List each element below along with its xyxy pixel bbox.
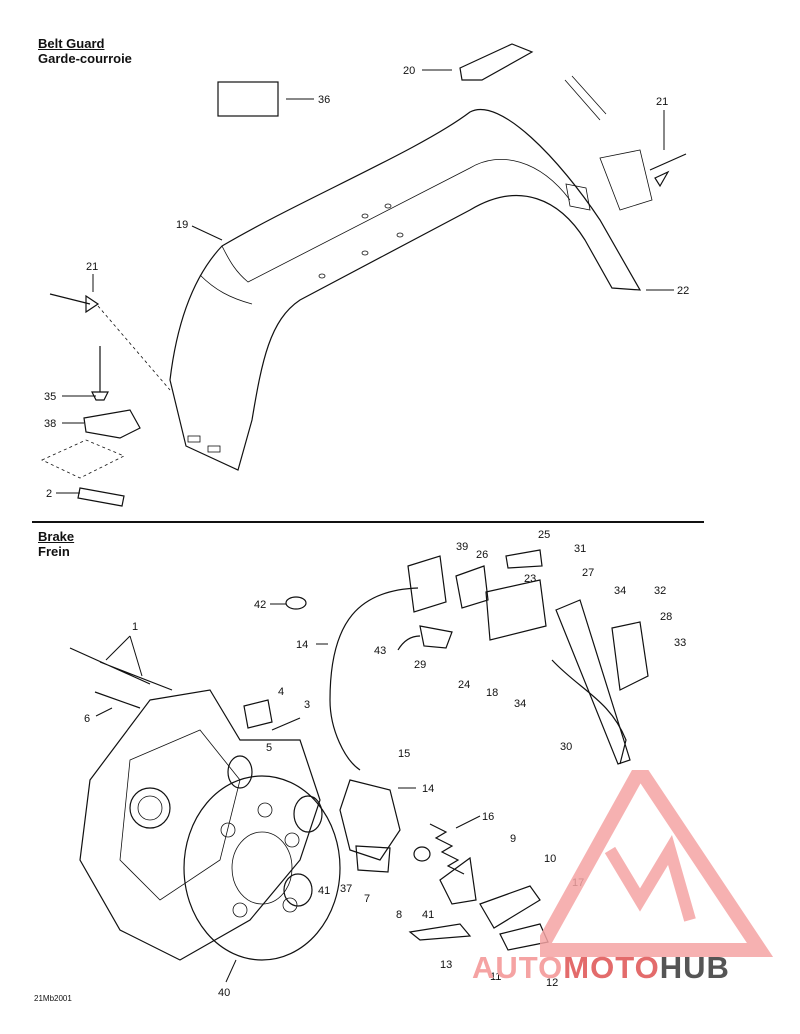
watermark-text: AUTOMOTOHUB [472,950,730,986]
callout-15: 15 [398,748,410,760]
callout-7: 7 [364,893,370,905]
callout-19: 19 [176,219,188,231]
callout-32: 32 [654,585,666,597]
watermark-logo [540,770,774,957]
section-divider [32,521,704,523]
callout-5: 5 [266,742,272,754]
drawing-code: 21Mb2001 [34,994,72,1003]
brake-drawing [69,549,649,961]
callout-9: 9 [510,833,516,845]
callout-30: 30 [560,741,572,753]
callout-31: 31 [574,543,586,555]
belt-guard-drawing [41,43,687,507]
callout-1: 1 [132,621,138,633]
callout-24: 24 [458,679,470,691]
belt-guard-title: Belt Guard Garde-courroie [38,36,132,66]
callout-11: 11 [490,971,501,983]
callout-3: 3 [304,699,310,711]
brake-title-en: Brake [38,529,75,544]
callout-25: 25 [538,529,550,541]
callout-43: 43 [374,645,386,657]
callout-26: 26 [476,549,488,561]
callout-13: 13 [440,959,452,971]
callout-18: 18 [486,687,498,699]
callout-8: 8 [396,909,402,921]
callout-21-left: 21 [86,261,98,273]
belt-guard-title-fr: Garde-courroie [38,51,132,66]
callout-40: 40 [218,987,230,999]
watermark-text-hub: HUB [659,950,730,985]
callout-14-top: 14 [296,639,308,651]
callout-labels: 20 36 21 19 21 22 35 38 2 39 26 25 31 23… [44,65,689,999]
callout-4: 4 [278,686,284,698]
callout-14-bottom: 14 [422,783,434,795]
callout-29: 29 [414,659,426,671]
brake-title-fr: Frein [38,544,70,559]
callout-33: 33 [674,637,686,649]
callout-12: 12 [546,977,558,989]
callout-23: 23 [524,573,536,585]
callout-39: 39 [456,541,468,553]
callout-22: 22 [677,285,689,297]
callout-34-bottom: 34 [514,698,526,710]
callout-35: 35 [44,391,56,403]
callout-41-right: 41 [422,909,434,921]
callout-20: 20 [403,65,415,77]
callout-37: 37 [340,883,352,895]
callout-16: 16 [482,811,494,823]
callout-28: 28 [660,611,672,623]
watermark-text-moto: MOTO [563,950,660,985]
callout-38: 38 [44,418,56,430]
callout-42: 42 [254,599,266,611]
callout-41-left: 41 [318,885,330,897]
callout-10: 10 [544,853,556,865]
watermark-text-auto: AUTO [472,950,564,985]
callout-21-right: 21 [656,96,668,108]
callout-6: 6 [84,713,90,725]
callout-2: 2 [46,488,52,500]
belt-guard-title-en: Belt Guard [38,36,105,51]
callout-27: 27 [582,567,594,579]
brake-title: Brake Frein [38,529,74,559]
callout-34-top: 34 [614,585,626,597]
callout-36: 36 [318,94,330,106]
callout-leaders [56,69,674,983]
